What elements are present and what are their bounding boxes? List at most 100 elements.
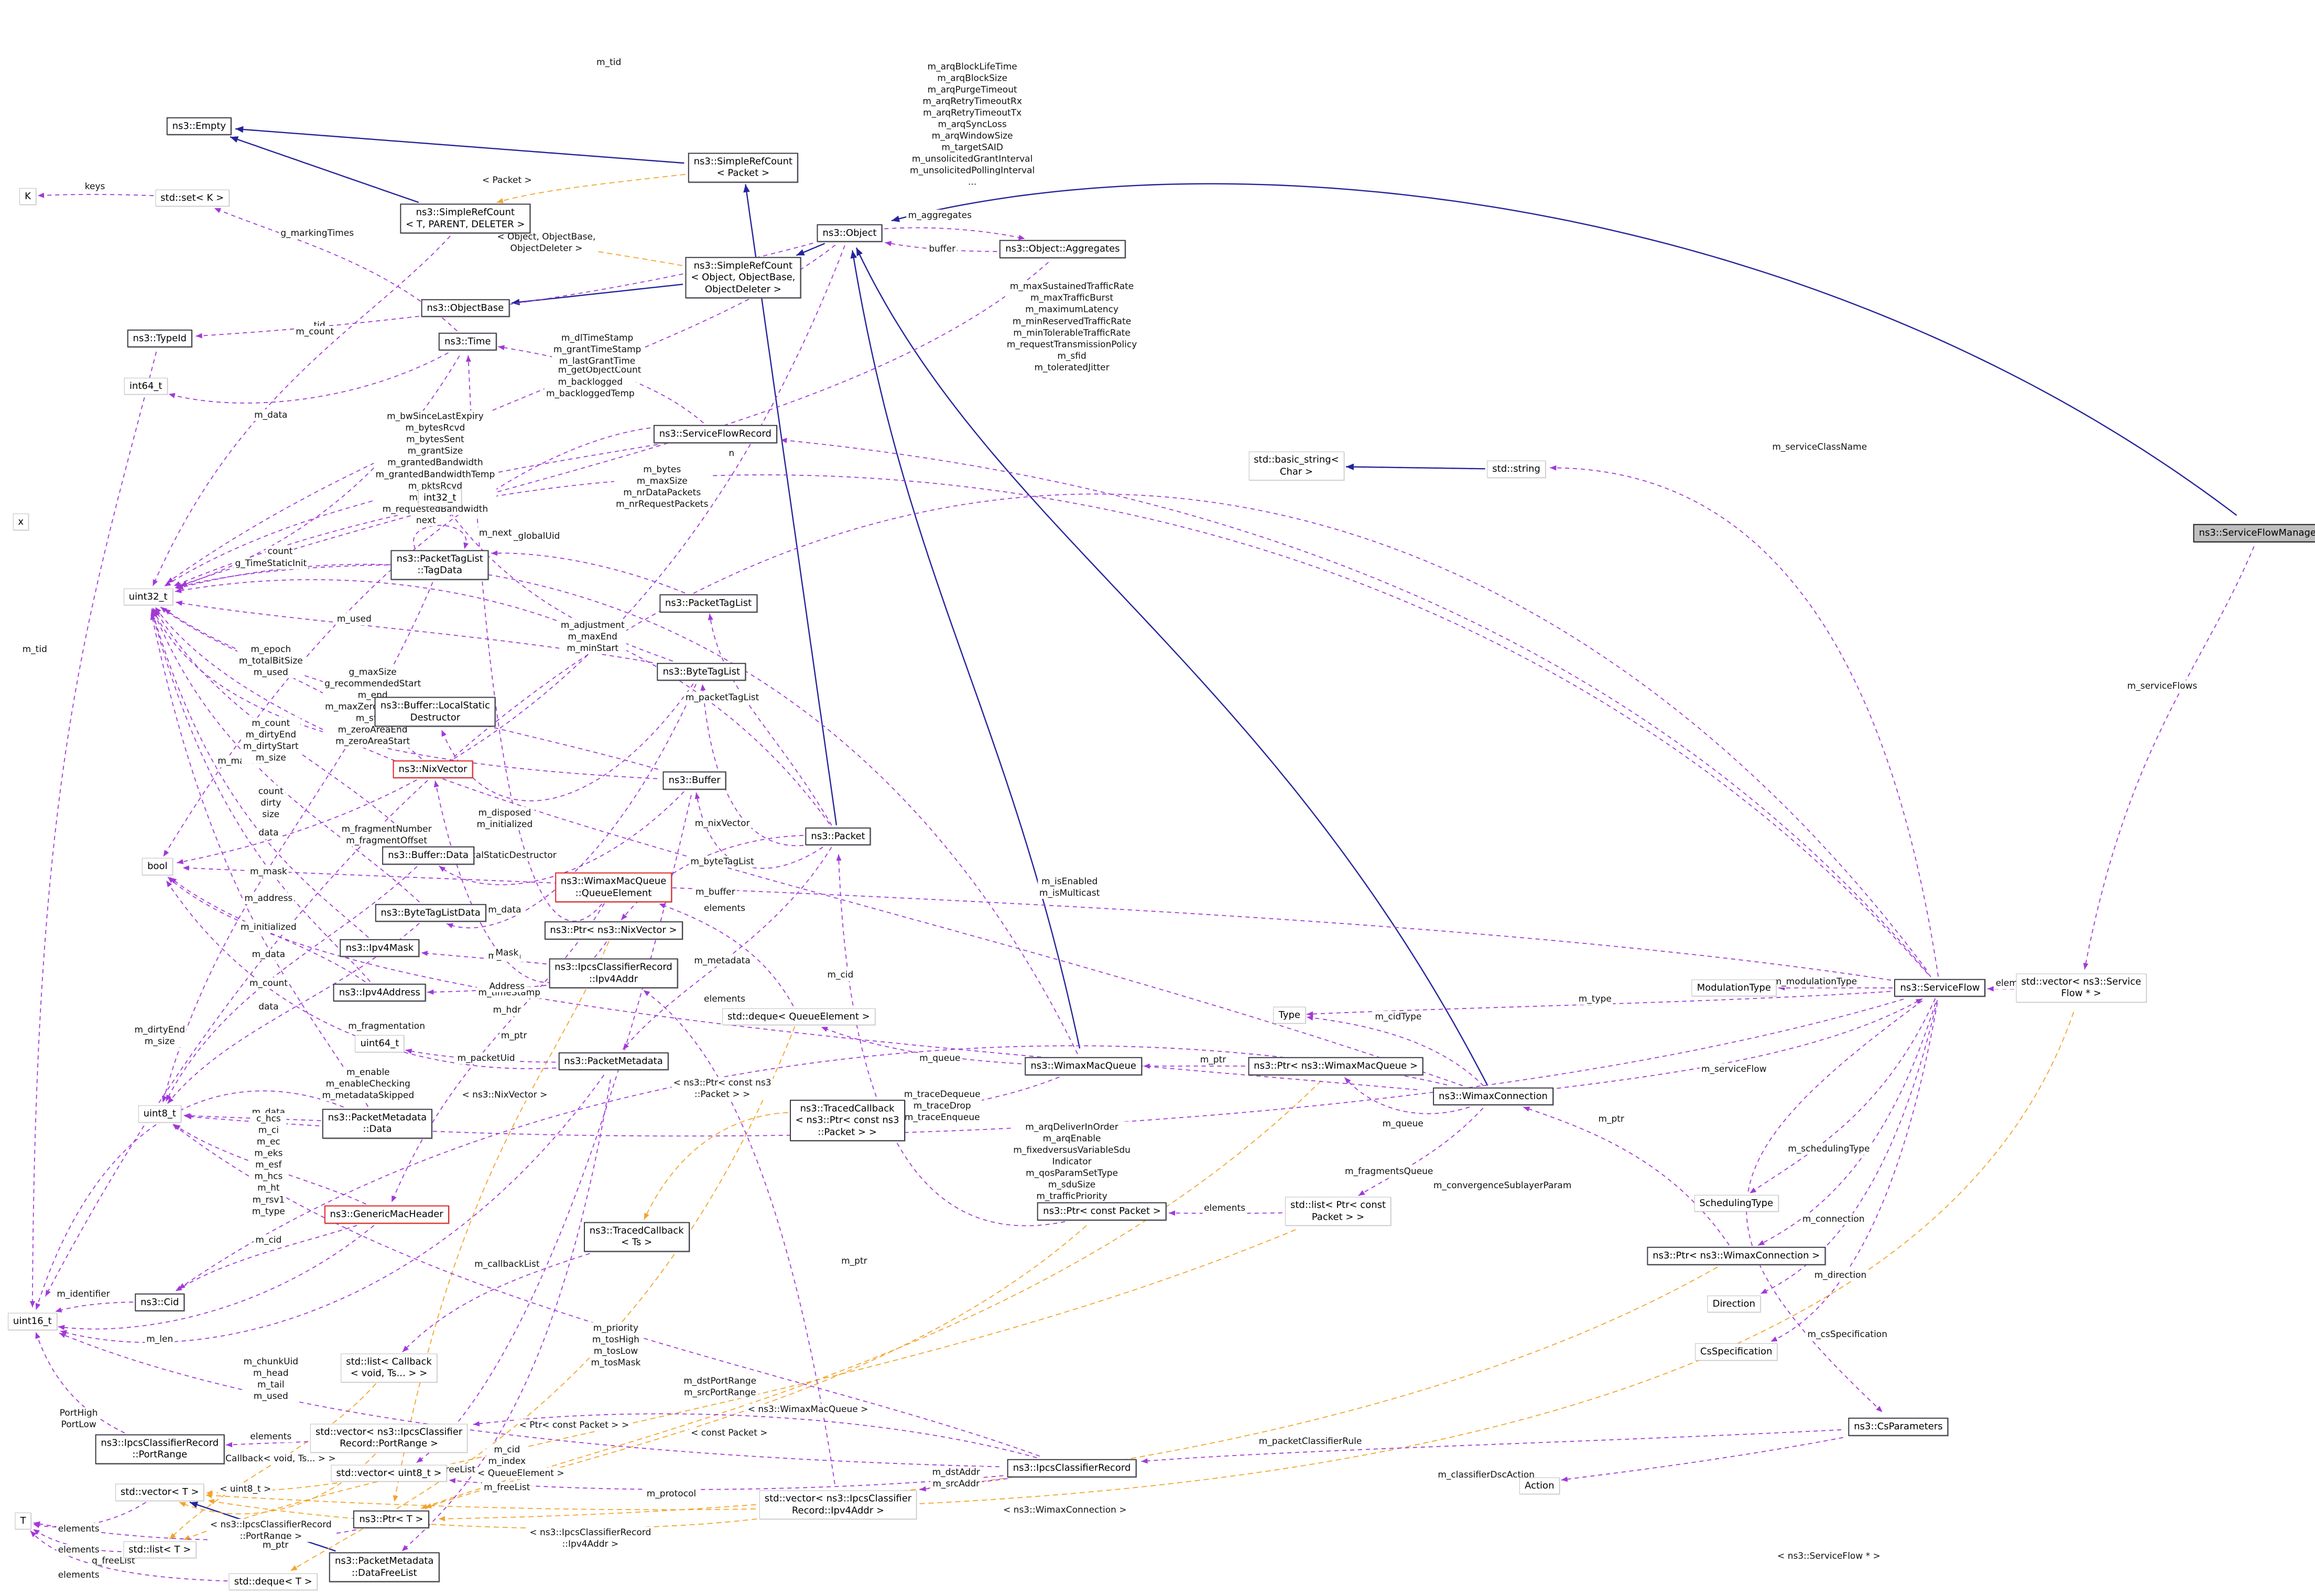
class-node-packet[interactable]: ns3::Packet <box>805 827 871 845</box>
class-node-sfr[interactable]: ns3::ServiceFlowRecord <box>653 425 777 443</box>
class-node-t[interactable]: T <box>15 1512 31 1530</box>
class-node-set_k[interactable]: std::set< K > <box>155 189 230 207</box>
class-node-x_node[interactable]: x <box>13 513 29 530</box>
class-node-type_box[interactable]: Type <box>1273 1006 1306 1024</box>
class-node-list_callback[interactable]: std::list< Callback < void, Ts... > > <box>341 1353 437 1383</box>
class-node-portrange[interactable]: ns3::IpcsClassifierRecord ::PortRange <box>95 1434 225 1464</box>
class-node-datafreelist[interactable]: ns3::PacketMetadata ::DataFreeList <box>329 1552 440 1582</box>
class-node-buffer[interactable]: ns3::Buffer <box>662 771 726 790</box>
arrowhead <box>29 1301 36 1308</box>
class-node-list_t[interactable]: std::list< T > <box>123 1541 197 1558</box>
class-node-ptr_wmq[interactable]: ns3::Ptr< ns3::WimaxMacQueue > <box>1248 1057 1424 1076</box>
class-node-bytetaglist[interactable]: ns3::ByteTagList <box>657 663 746 681</box>
edge-label: m_callbackList <box>473 1258 541 1270</box>
edge-ptr_nix-ptr_t <box>394 941 610 1502</box>
class-node-icr_ipv4addr[interactable]: ns3::IpcsClassifierRecord ::Ipv4Addr <box>549 958 678 989</box>
class-node-src_packet[interactable]: ns3::SimpleRefCount < Packet > <box>688 153 799 183</box>
class-node-src_object[interactable]: ns3::SimpleRefCount < Object, ObjectBase… <box>685 257 801 299</box>
arrowhead <box>643 990 650 996</box>
class-node-wimaxmacqueue[interactable]: ns3::WimaxMacQueue <box>1025 1057 1142 1076</box>
class-node-genmac[interactable]: ns3::GenericMacHeader <box>324 1205 449 1224</box>
class-node-ptr_t[interactable]: ns3::Ptr< T > <box>353 1510 429 1529</box>
class-node-packettaglist[interactable]: ns3::PacketTagList <box>659 594 758 613</box>
class-node-uint64[interactable]: uint64_t <box>355 1035 405 1052</box>
arrowhead <box>208 1499 215 1504</box>
arrowhead <box>30 1530 37 1537</box>
edge-wimaxconn-bool <box>167 876 1418 1090</box>
class-node-vec_t[interactable]: std::vector< T > <box>115 1483 204 1501</box>
edge-sfr-bool <box>162 427 651 857</box>
class-node-typeid[interactable]: ns3::TypeId <box>127 329 192 348</box>
class-node-direction[interactable]: Direction <box>1707 1295 1760 1312</box>
class-node-vec_uint8[interactable]: std::vector< uint8_t > <box>331 1464 447 1482</box>
class-node-lsd[interactable]: ns3::Buffer::LocalStatic Destructor <box>374 697 496 727</box>
class-node-qel[interactable]: ns3::WimaxMacQueue ::QueueElement <box>555 872 672 903</box>
arrowhead <box>172 1124 179 1130</box>
class-node-wimaxconn[interactable]: ns3::WimaxConnection <box>1433 1087 1553 1106</box>
class-node-vec_portrange[interactable]: std::vector< ns3::IpcsClassifier Record:… <box>310 1424 468 1453</box>
class-node-ipv4addr[interactable]: ns3::Ipv4Address <box>333 983 426 1002</box>
class-node-action[interactable]: Action <box>1519 1477 1560 1495</box>
class-node-empty[interactable]: ns3::Empty <box>166 117 232 135</box>
class-node-objectbase[interactable]: ns3::ObjectBase <box>421 299 510 317</box>
edge-src_object-objectbase <box>512 284 683 304</box>
edge-label: m_hdr <box>491 1004 523 1016</box>
class-node-tagdata[interactable]: ns3::PacketTagList ::TagData <box>390 550 489 580</box>
class-node-icr[interactable]: ns3::IpcsClassifierRecord <box>1007 1459 1137 1478</box>
class-node-modtype[interactable]: ModulationType <box>1691 979 1776 997</box>
class-node-k[interactable]: K <box>19 188 36 205</box>
class-node-ptr_wc[interactable]: ns3::Ptr< ns3::WimaxConnection > <box>1647 1247 1826 1265</box>
class-node-sfm[interactable]: ns3::ServiceFlowManager <box>2193 524 2315 542</box>
edge-tagdata-uint32 <box>176 564 388 589</box>
class-node-time[interactable]: ns3::Time <box>439 332 497 351</box>
class-node-btld[interactable]: ns3::ByteTagListData <box>375 904 486 922</box>
class-node-deque_t[interactable]: std::deque< T > <box>229 1573 318 1590</box>
edge-csparams-icr <box>1141 1429 1842 1462</box>
class-node-uint16[interactable]: uint16_t <box>7 1313 57 1330</box>
class-node-pmd_data[interactable]: ns3::PacketMetadata ::Data <box>322 1109 433 1139</box>
arrowhead <box>393 1495 398 1502</box>
edge-label: < const Packet > <box>689 1427 769 1439</box>
class-node-string[interactable]: std::string <box>1487 460 1546 478</box>
class-node-cid[interactable]: ns3::Cid <box>135 1293 185 1311</box>
class-node-basic_string[interactable]: std::basic_string< Char > <box>1248 451 1344 481</box>
class-node-int32[interactable]: int32_t <box>418 489 462 507</box>
edge-label: < Packet > <box>480 175 534 187</box>
class-node-ptr_constpacket[interactable]: ns3::Ptr< const Packet > <box>1037 1202 1167 1221</box>
class-node-list_ptr_constpacket[interactable]: std::list< Ptr< const Packet > > <box>1285 1197 1392 1226</box>
class-node-packetmetadata[interactable]: ns3::PacketMetadata <box>558 1052 669 1071</box>
class-node-vec_sf[interactable]: std::vector< ns3::Service Flow * > <box>2016 973 2147 1003</box>
class-node-csparams[interactable]: ns3::CsParameters <box>1848 1417 1949 1436</box>
class-node-serviceflow[interactable]: ns3::ServiceFlow <box>1894 979 1986 997</box>
arrowhead <box>392 1195 397 1202</box>
class-node-tcb_ts[interactable]: ns3::TracedCallback < Ts > <box>583 1222 690 1252</box>
edge-label: m_serviceClassName <box>1770 441 1869 453</box>
edge-label: m_type <box>1577 993 1613 1005</box>
class-node-schedtype[interactable]: SchedulingType <box>1694 1195 1779 1212</box>
arrowhead <box>33 1529 40 1535</box>
class-node-aggregates[interactable]: ns3::Object::Aggregates <box>999 240 1126 258</box>
edge-deque_qel-qel <box>659 903 794 1007</box>
arrowhead <box>473 1421 480 1427</box>
arrowhead <box>35 1302 41 1310</box>
class-node-uint8[interactable]: uint8_t <box>138 1105 181 1123</box>
class-node-bool[interactable]: bool <box>142 858 173 875</box>
class-node-uint32[interactable]: uint32_t <box>123 588 173 606</box>
class-node-object[interactable]: ns3::Object <box>817 224 883 242</box>
class-node-ptr_nix[interactable]: ns3::Ptr< ns3::NixVector > <box>544 921 683 940</box>
class-node-ipv4mask[interactable]: ns3::Ipv4Mask <box>340 939 420 957</box>
class-node-deque_qel[interactable]: std::deque< QueueElement > <box>722 1008 875 1025</box>
edge-label: m_maxSustainedTrafficRate m_maxTrafficBu… <box>1005 280 1139 374</box>
edge-csparams-action <box>1561 1437 1843 1481</box>
class-node-int64[interactable]: int64_t <box>124 377 168 395</box>
class-node-nixvector[interactable]: ns3::NixVector <box>393 760 473 778</box>
arrowhead <box>498 345 505 351</box>
class-node-vec_ipv4addr[interactable]: std::vector< ns3::IpcsClassifier Record:… <box>759 1490 917 1519</box>
class-node-csspec[interactable]: CsSpecification <box>1694 1343 1778 1361</box>
arrowhead <box>694 792 700 799</box>
edge-bufferdata-uint8 <box>165 866 418 1102</box>
class-node-bufferdata[interactable]: ns3::Buffer::Data <box>382 846 475 865</box>
class-node-src_tpd[interactable]: ns3::SimpleRefCount < T, PARENT, DELETER… <box>400 203 531 234</box>
edge-label: m_cid <box>254 1234 284 1246</box>
class-node-tcb_packet[interactable]: ns3::TracedCallback < ns3::Ptr< const ns… <box>789 1099 905 1142</box>
